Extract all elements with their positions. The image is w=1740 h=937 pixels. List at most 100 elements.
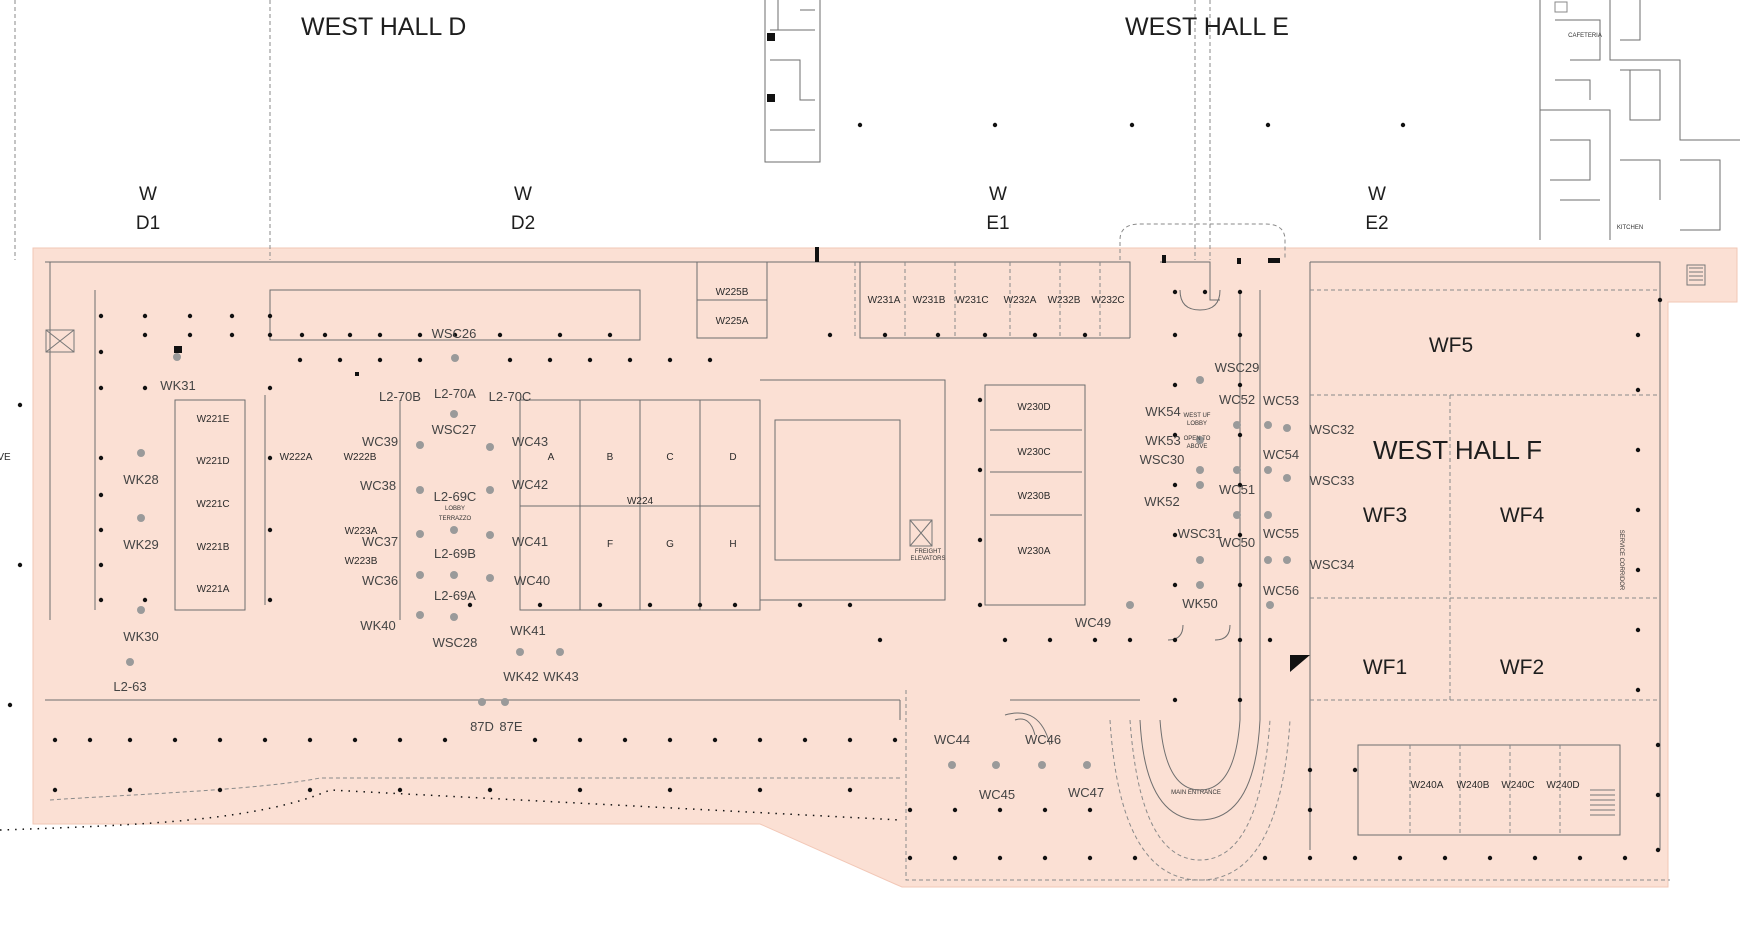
west-lobby-label-1: WEST UF <box>1184 413 1211 419</box>
open-above-label-2: ABOVE <box>1187 444 1208 450</box>
room-w221e: W221E <box>197 414 230 425</box>
terrazzo-label: TERRAZZO <box>439 516 472 522</box>
room-w225b: W225B <box>716 287 749 298</box>
marker-wk31: WK31 <box>160 378 195 393</box>
room-w222a: W222A <box>280 452 313 463</box>
freight-label-1: FREIGHT <box>915 549 942 555</box>
col-label-wd1-top: W <box>139 184 157 205</box>
room-w230a: W230A <box>1018 546 1051 557</box>
marker-wc36: WC36 <box>362 573 398 588</box>
room-c: C <box>666 452 673 463</box>
marker-87d: 87D <box>470 719 494 734</box>
marker-wc51: WC51 <box>1219 482 1255 497</box>
room-w240b: W240B <box>1457 780 1490 791</box>
hall-title-e: WEST HALL E <box>1125 13 1289 41</box>
room-b: B <box>607 452 614 463</box>
room-wf5: WF5 <box>1429 334 1473 357</box>
upper-grid-lines <box>14 0 1286 260</box>
marker-87e: 87E <box>499 719 522 734</box>
marker-wsc30: WSC30 <box>1140 452 1185 467</box>
marker-wc53: WC53 <box>1263 393 1299 408</box>
room-wf1: WF1 <box>1363 656 1407 679</box>
marker-l2-69b: L2-69B <box>434 546 476 561</box>
marker-l2-69a: L2-69A <box>434 588 476 603</box>
marker-wk30: WK30 <box>123 629 158 644</box>
room-w231b: W231B <box>913 295 946 306</box>
marker-wc38: WC38 <box>360 478 396 493</box>
cafeteria-label: CAFETERIA <box>1568 33 1602 39</box>
marker-wc41: WC41 <box>512 534 548 549</box>
lobby-label: LOBBY <box>445 506 465 512</box>
marker-wc46: WC46 <box>1025 732 1061 747</box>
marker-l2-70b: L2-70B <box>379 389 421 404</box>
room-w230b: W230B <box>1018 491 1051 502</box>
room-w223a: W223A <box>345 526 378 537</box>
marker-wk29: WK29 <box>123 537 158 552</box>
marker-wc56: WC56 <box>1263 583 1299 598</box>
room-g: G <box>666 539 674 550</box>
marker-wc52: WC52 <box>1219 392 1255 407</box>
marker-wc39: WC39 <box>362 434 398 449</box>
hall-title-f: WEST HALL F <box>1373 435 1542 465</box>
room-w232a: W232A <box>1004 295 1037 306</box>
col-label-we1-top: W <box>989 184 1007 205</box>
structural-columns <box>7 122 1663 861</box>
marker-l2-63: L2-63 <box>113 679 146 694</box>
marker-wk50: WK50 <box>1182 596 1217 611</box>
marker-wc44: WC44 <box>934 732 970 747</box>
site-paths <box>0 777 901 831</box>
marker-wc45: WC45 <box>979 787 1015 802</box>
room-w240a: W240A <box>1411 780 1444 791</box>
room-w221c: W221C <box>196 499 229 510</box>
marker-wc55: WC55 <box>1263 526 1299 541</box>
wall-markers <box>45 247 1706 816</box>
room-w223b: W223B <box>345 556 378 567</box>
room-d: D <box>729 452 736 463</box>
marker-wsc29: WSC29 <box>1215 360 1260 375</box>
marker-wsc26: WSC26 <box>432 326 477 341</box>
marker-wc43: WC43 <box>512 434 548 449</box>
marker-wsc27: WSC27 <box>432 422 477 437</box>
room-w221a: W221A <box>197 584 230 595</box>
room-w230d: W230D <box>1017 402 1050 413</box>
marker-l2-69c: L2-69C <box>434 489 477 504</box>
room-w240c: W240C <box>1501 780 1534 791</box>
kitchen-label: KITCHEN <box>1617 225 1643 231</box>
marker-wc42: WC42 <box>512 477 548 492</box>
marker-wc37: WC37 <box>362 534 398 549</box>
upper-building-outline <box>764 0 1740 240</box>
room-w224: W224 <box>627 496 654 507</box>
marker-wk40: WK40 <box>360 618 395 633</box>
floor-area <box>32 247 1738 888</box>
room-w221b: W221B <box>197 542 230 553</box>
marker-wsc28: WSC28 <box>433 635 478 650</box>
col-label-we2-bottom: E2 <box>1365 213 1388 234</box>
marker-wsc31: WSC31 <box>1178 526 1223 541</box>
room-w232b: W232B <box>1048 295 1081 306</box>
room-f: F <box>607 539 613 550</box>
col-label-wd2-bottom: D2 <box>511 213 535 234</box>
col-label-wd2-top: W <box>514 184 532 205</box>
marker-wc54: WC54 <box>1263 447 1299 462</box>
marker-wc47: WC47 <box>1068 785 1104 800</box>
room-w230c: W230C <box>1017 447 1050 458</box>
marker-wc40: WC40 <box>514 573 550 588</box>
marker-wsc34: WSC34 <box>1310 557 1355 572</box>
marker-wk41: WK41 <box>510 623 545 638</box>
room-w222b: W222B <box>344 452 377 463</box>
marker-wk54: WK54 <box>1145 404 1180 419</box>
room-wf4: WF4 <box>1500 504 1545 527</box>
marker-wk52: WK52 <box>1144 494 1179 509</box>
col-label-we2-top: W <box>1368 184 1386 205</box>
marker-wk42: WK42 <box>503 669 538 684</box>
marker-wsc33: WSC33 <box>1310 473 1355 488</box>
col-label-we1-bottom: E1 <box>986 213 1009 234</box>
room-a: A <box>548 452 555 463</box>
room-w225a: W225A <box>716 316 749 327</box>
marker-wc49: WC49 <box>1075 615 1111 630</box>
col-label-wd1-bottom: D1 <box>136 213 160 234</box>
service-corridor-label: SERVICE CORRIDOR <box>1618 530 1624 591</box>
hall-title-d: WEST HALL D <box>301 13 466 41</box>
marker-wk53: WK53 <box>1145 433 1180 448</box>
edge-label: VE <box>0 452 11 463</box>
